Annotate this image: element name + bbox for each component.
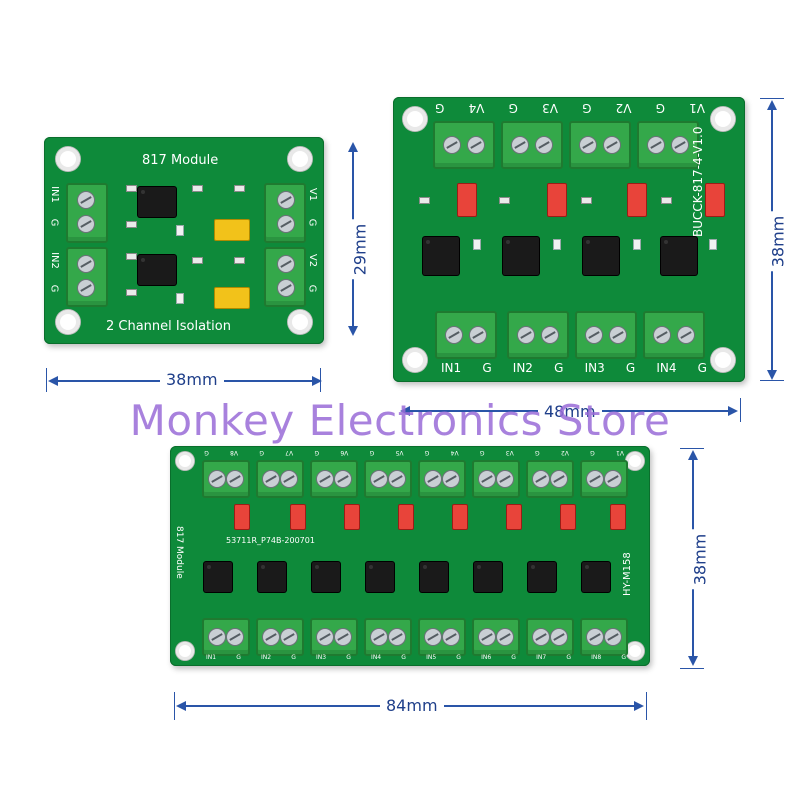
dimension-label: 38mm	[768, 211, 788, 272]
model-label: HY-M158	[622, 552, 633, 596]
jumper-red	[705, 183, 725, 217]
mount-hole	[403, 107, 427, 131]
dimension-label: 48mm	[538, 402, 602, 421]
optocoupler-chip	[423, 237, 459, 275]
output-terminal-1	[264, 183, 306, 243]
jumper-yellow	[214, 287, 250, 309]
optocoupler-chip	[661, 237, 697, 275]
mount-hole	[288, 310, 312, 334]
label-v1: V1	[307, 187, 319, 202]
date-code: 53711R_P74B-200701	[226, 536, 315, 545]
mount-hole	[711, 107, 735, 131]
mount-hole	[626, 642, 644, 660]
label-v2: V2	[307, 253, 319, 268]
label-in2: IN2	[48, 252, 60, 269]
jumper-yellow	[214, 219, 250, 241]
board-title: 817 Module	[142, 153, 219, 168]
board-subtitle: 2 Channel Isolation	[106, 319, 231, 334]
jumper-red	[547, 183, 567, 217]
dimension-label: 29mm	[350, 219, 370, 280]
jumper-red	[457, 183, 477, 217]
mount-hole	[176, 642, 194, 660]
mount-hole	[288, 147, 312, 171]
mount-hole	[56, 147, 80, 171]
store-watermark: Monkey Electronics Store	[129, 396, 671, 445]
label-g: G	[306, 284, 318, 293]
mount-hole	[176, 452, 194, 470]
optocoupler-chip	[138, 255, 176, 285]
label-g: G	[306, 218, 318, 227]
output-terminal-2	[264, 247, 306, 307]
optocoupler-chip	[583, 237, 619, 275]
model-label: BUCCK-817-4-V1.0	[691, 126, 705, 237]
dimension-label: 38mm	[690, 529, 710, 590]
optocoupler-chip	[503, 237, 539, 275]
jumper-red	[627, 183, 647, 217]
input-terminal-2	[66, 247, 108, 307]
dimension-label: 84mm	[380, 696, 444, 715]
optocoupler-chip	[138, 187, 176, 217]
mount-hole	[403, 348, 427, 372]
mount-hole	[711, 348, 735, 372]
dimension-label: 38mm	[160, 370, 224, 389]
mount-hole	[626, 452, 644, 470]
mount-hole	[56, 310, 80, 334]
board-title: 817 Module	[174, 526, 184, 579]
label-in1: IN1	[48, 186, 60, 203]
two-channel-board: 817 Module 2 Channel Isolation IN1 G IN2…	[44, 137, 324, 344]
input-terminal-1	[66, 183, 108, 243]
label-g: G	[48, 218, 60, 227]
label-g: G	[48, 284, 60, 293]
